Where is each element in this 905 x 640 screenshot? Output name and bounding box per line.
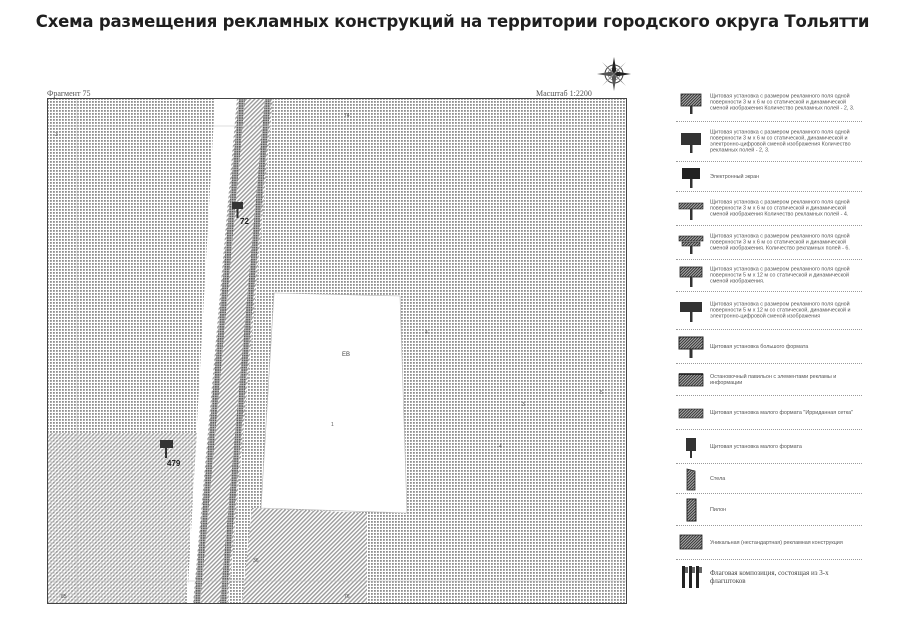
large-format-billboard-icon <box>678 336 704 358</box>
legend-item: Щитовая установка большого формата <box>676 330 862 364</box>
legend-item: Щитовая установка с размером рекламного … <box>676 260 862 292</box>
legend-text: Стела <box>710 475 726 482</box>
billboard-marker-479[interactable]: 479 <box>160 440 181 468</box>
parcel-label-b: 3 <box>522 402 525 408</box>
scale-label: Масштаб 1:2200 <box>536 89 592 98</box>
road-edge-dark <box>194 98 245 604</box>
legend-text: Щитовая установка с размером рекламного … <box>710 266 850 285</box>
legend-text: Остановочный павильон с элементами рекла… <box>710 373 837 386</box>
legend-text: Щитовая установка с размером рекламного … <box>710 233 850 252</box>
map-frame <box>47 98 627 604</box>
page-title: Схема размещения рекламных конструкций н… <box>35 12 870 31</box>
legend-item: Щитовая установка с размером рекламного … <box>676 226 862 260</box>
stela-icon <box>686 467 696 490</box>
road-band <box>193 98 273 604</box>
legend-item: Щитовая установка с размером рекламного … <box>676 84 862 122</box>
legend-item: Щитовая установка с размером рекламного … <box>676 192 862 226</box>
unique-structure-icon <box>679 534 703 549</box>
parcel-label-c: 5 <box>600 390 603 396</box>
legend-text: Щитовая установка большого формата <box>710 343 809 350</box>
legend-item: Флаговая композиция, состоящая из 3-х фл… <box>676 560 862 594</box>
legend-text: Щитовая установка малого формата <box>710 443 802 450</box>
billboard-4-fields-icon <box>678 202 704 220</box>
legend-text: Щитовая установка с размером рекламного … <box>710 301 851 320</box>
legend-text: Флаговая композиция, состоящая из 3-х фл… <box>710 569 829 585</box>
legend-item: Щитовая установка малого формата <box>676 430 862 464</box>
billboard-marker-72[interactable]: 72 <box>232 202 249 226</box>
legend-item: Электронный экран <box>676 162 862 192</box>
parcel-label-d: 4 <box>499 444 502 450</box>
legend-text: Уникальная (нестандартная) рекламная кон… <box>710 539 843 546</box>
parcel-label-g: 36 <box>253 558 259 564</box>
flag-composition-icon <box>682 566 702 588</box>
legend-text: Щитовая установка с размером рекламного … <box>710 129 851 154</box>
parcel-label-f: 1 <box>331 422 334 428</box>
compass-rose-icon <box>597 57 631 91</box>
map-area-southwest <box>47 433 197 604</box>
billboard-3x6-digital-icon <box>681 132 701 153</box>
grid-label-bottom: 76 <box>344 594 350 600</box>
billboard-5x12-digital-icon <box>680 301 702 322</box>
pylon-icon <box>686 498 697 521</box>
parcel-label-a: 4 <box>425 330 428 336</box>
grid-label-top: 74 <box>344 113 350 119</box>
grid-label-bottom-left: 85 <box>61 594 67 600</box>
electronic-screen-icon <box>682 167 700 188</box>
legend-item: Щитовая установка с размером рекламного … <box>676 292 862 330</box>
fragment-label: Фрагмент 75 <box>47 89 91 98</box>
legend-text: Щитовая установка с размером рекламного … <box>710 199 850 218</box>
billboard-3x6-static-dynamic-icon <box>680 93 702 114</box>
marker-label-72: 72 <box>240 217 249 226</box>
legend-item: Пилон <box>676 494 862 526</box>
small-format-billboard-icon <box>686 437 696 458</box>
legend-text: Щитовая установка малого формата "Иррида… <box>710 409 854 416</box>
legend-item: Стела <box>676 464 862 494</box>
stop-pavilion-icon <box>678 372 704 386</box>
building-label: ЕВ <box>342 352 350 358</box>
legend: Щитовая установка с размером рекламного … <box>676 84 862 594</box>
legend-item: Щитовая установка с размером рекламного … <box>676 122 862 162</box>
marker-label-479: 479 <box>167 459 181 468</box>
legend-text: Щитовая установка с размером рекламного … <box>710 93 855 112</box>
road-edge-dark-east <box>220 98 271 604</box>
legend-item: Щитовая установка малого формата "Иррида… <box>676 396 862 430</box>
building-footprint <box>260 292 408 514</box>
map-fragment[interactable]: 74 76 85 ЕВ 4 3 5 4 3 1 36 72 479 <box>47 98 627 604</box>
legend-text: Электронный экран <box>710 173 760 180</box>
legend-item: Остановочный павильон с элементами рекла… <box>676 364 862 396</box>
billboard-6-fields-icon <box>678 235 704 254</box>
small-format-fence-icon <box>678 408 704 418</box>
legend-item: Уникальная (нестандартная) рекламная кон… <box>676 526 862 560</box>
legend-text: Пилон <box>710 506 727 513</box>
parcel-label-e: 3 <box>55 132 58 138</box>
map-parcel-south <box>242 508 367 604</box>
billboard-5x12-static-icon <box>679 266 703 287</box>
